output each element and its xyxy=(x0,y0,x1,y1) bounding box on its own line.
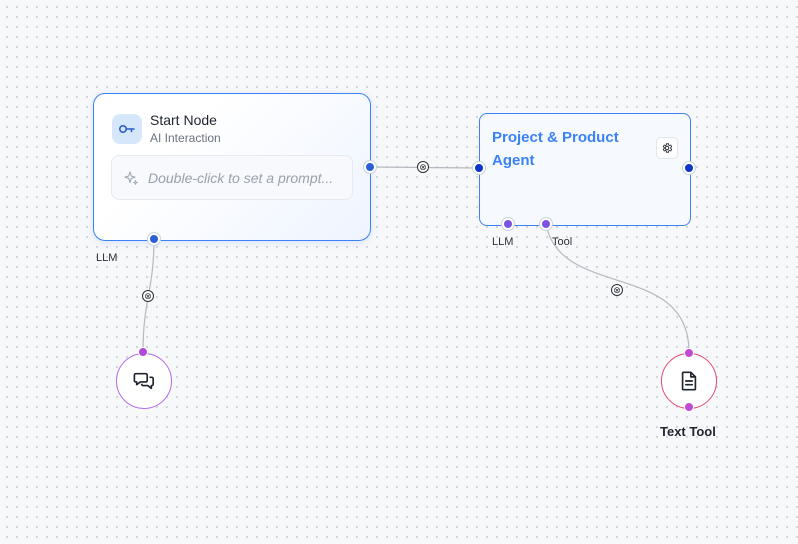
start-node[interactable]: Start Node AI Interaction Double-click t… xyxy=(93,93,371,241)
delete-edge-start-agent-button[interactable]: ⊗ xyxy=(417,161,429,173)
document-icon xyxy=(681,371,697,391)
agent-node-title: Project & Product Agent xyxy=(492,129,619,169)
prompt-input[interactable]: Double-click to set a prompt... xyxy=(111,155,353,200)
start-llm-handle[interactable] xyxy=(148,233,160,245)
text-tool-caption: Text Tool xyxy=(660,424,716,439)
sparkles-icon xyxy=(124,171,138,185)
agent-node[interactable]: Project & Product Agent xyxy=(479,113,691,226)
agent-tool-label: Tool xyxy=(552,236,573,248)
agent-output-handle[interactable] xyxy=(683,162,695,174)
chat-input-handle[interactable] xyxy=(138,347,148,357)
start-node-title: Start Node xyxy=(150,112,217,128)
text-tool-input-handle[interactable] xyxy=(684,348,694,358)
delete-edge-start-chat-button[interactable]: ⊗ xyxy=(142,290,154,302)
agent-settings-button[interactable] xyxy=(656,137,678,159)
start-node-subtitle: AI Interaction xyxy=(150,131,221,145)
agent-llm-label: LLM xyxy=(492,236,514,248)
delete-edge-agent-text-tool-button[interactable]: ⊗ xyxy=(611,284,623,296)
agent-input-handle[interactable] xyxy=(473,162,485,174)
agent-llm-handle[interactable] xyxy=(502,218,514,230)
start-llm-label: LLM xyxy=(96,252,118,264)
chat-node[interactable] xyxy=(116,353,172,409)
text-tool-output-handle[interactable] xyxy=(684,402,694,412)
start-output-handle[interactable] xyxy=(364,161,376,173)
agent-tool-handle[interactable] xyxy=(540,218,552,230)
prompt-placeholder: Double-click to set a prompt... xyxy=(148,170,334,186)
key-icon xyxy=(112,114,142,144)
chat-bubbles-icon xyxy=(133,372,154,390)
gear-icon xyxy=(662,143,673,153)
text-tool-node[interactable] xyxy=(661,353,717,409)
